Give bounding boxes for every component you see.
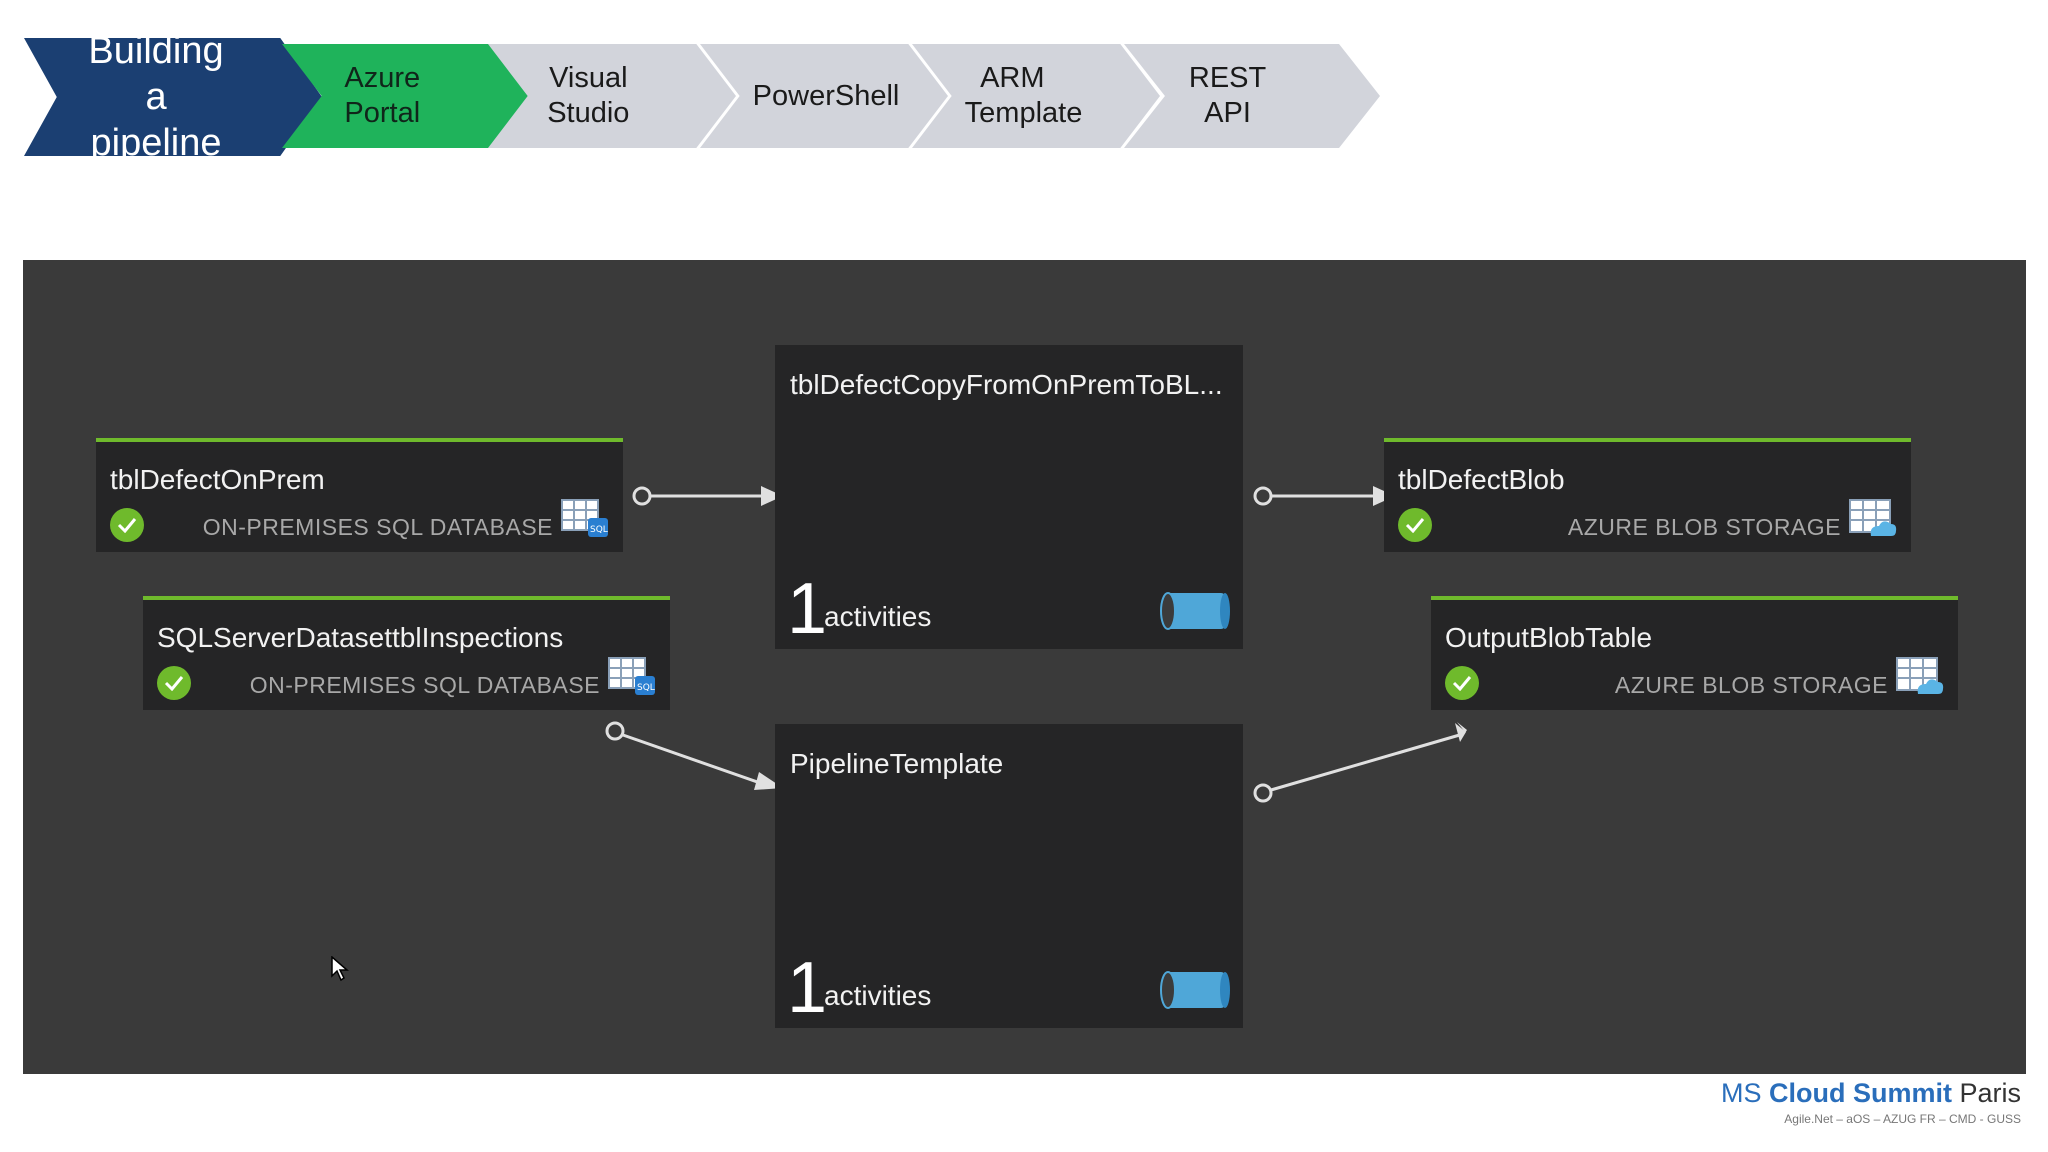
breadcrumb-line: pipeline <box>90 122 222 164</box>
breadcrumb-line: PowerShell <box>752 79 900 112</box>
breadcrumb-rest-api[interactable]: REST API <box>1124 44 1380 148</box>
connector-copy-to-defectblob <box>1253 486 1395 506</box>
dataset-type: ON-PREMISES SQL DATABASE <box>202 514 553 540</box>
activity-count: 1 <box>787 948 828 1028</box>
logo-ms: MS <box>1720 1078 1762 1108</box>
blob-table-icon <box>1896 656 1944 701</box>
pipe-icon <box>1159 968 1231 1017</box>
breadcrumb-line: Portal <box>344 97 421 129</box>
check-icon <box>157 666 191 700</box>
breadcrumb-line: Template <box>964 97 1083 129</box>
dataset-node[interactable]: SQLServerDatasettblInspections ON-PREMIS… <box>143 596 670 710</box>
pipeline-node[interactable]: PipelineTemplate 1 activities <box>775 724 1243 1028</box>
breadcrumb-powershell[interactable]: PowerShell <box>700 44 948 148</box>
dataset-node[interactable]: OutputBlobTable AZURE BLOB STORAGE <box>1431 596 1958 710</box>
sql-table-icon: SQL <box>561 498 609 543</box>
connector-ondefect-to-copy <box>632 486 783 506</box>
pipeline-diagram-canvas[interactable]: tblDefectOnPrem ON-PREMISES SQL DATABASE… <box>23 260 2026 1074</box>
breadcrumb-line: REST API <box>1188 62 1267 129</box>
pipeline-name: PipelineTemplate <box>790 748 1004 779</box>
logo-cloud-summit: Cloud Summit <box>1768 1078 1952 1108</box>
dataset-type: AZURE BLOB STORAGE <box>1614 672 1888 698</box>
breadcrumb-line: ARM <box>980 62 1045 94</box>
connector-inspections-to-template <box>605 721 783 790</box>
dataset-type: ON-PREMISES SQL DATABASE <box>249 672 600 698</box>
dataset-name: SQLServerDatasettblInspections <box>157 622 564 653</box>
logo-city: Paris <box>1959 1078 2021 1108</box>
activity-count: 1 <box>787 569 828 649</box>
dataset-name: tblDefectBlob <box>1398 464 1565 495</box>
check-icon <box>110 508 144 542</box>
sql-table-icon: SQL <box>608 656 656 701</box>
ms-cloud-summit-logo: MS Cloud Summit Paris Agile.Net – aOS – … <box>1721 1076 2021 1126</box>
blob-table-icon <box>1849 498 1897 543</box>
dataset-type: AZURE BLOB STORAGE <box>1567 514 1841 540</box>
logo-tagline: Agile.Net – aOS – AZUG FR – CMD - GUSS <box>1784 1112 2021 1126</box>
activity-count-label: activities <box>824 601 932 632</box>
check-icon <box>1445 666 1479 700</box>
breadcrumb-line: Building a <box>88 30 224 118</box>
pipeline-name: tblDefectCopyFromOnPremToBL... <box>790 369 1223 400</box>
pipeline-node[interactable]: tblDefectCopyFromOnPremToBL... 1 activit… <box>775 345 1243 649</box>
breadcrumb-line: Visual <box>549 62 628 94</box>
connector-layer <box>605 486 1467 803</box>
dataset-node[interactable]: tblDefectBlob AZURE BLOB STORAGE <box>1384 438 1911 552</box>
svg-text:SQL: SQL <box>590 525 608 535</box>
pipe-icon <box>1159 589 1231 638</box>
dataset-node[interactable]: tblDefectOnPrem ON-PREMISES SQL DATABASE… <box>96 438 623 552</box>
dataset-name: tblDefectOnPrem <box>110 464 325 495</box>
check-icon <box>1398 508 1432 542</box>
connector-template-to-outputblob <box>1253 722 1467 803</box>
dataset-name: OutputBlobTable <box>1445 622 1653 653</box>
svg-text:SQL: SQL <box>637 683 655 693</box>
activity-count-label: activities <box>824 980 932 1011</box>
breadcrumb-line: Studio <box>547 97 630 129</box>
mouse-cursor-icon <box>331 955 350 987</box>
breadcrumb-line: Azure <box>344 62 421 94</box>
